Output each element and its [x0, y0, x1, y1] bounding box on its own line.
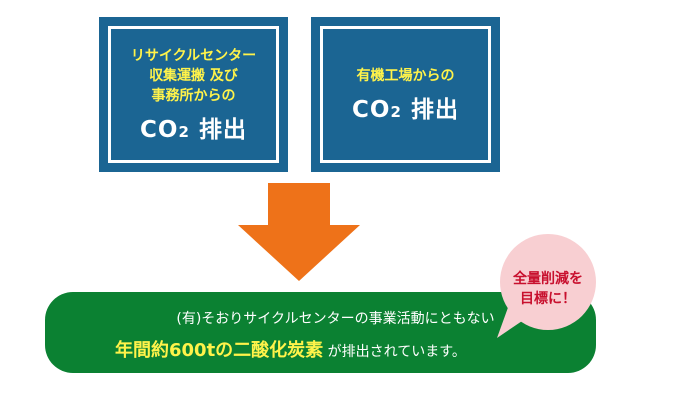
box-label-line: 有機工場からの: [356, 67, 455, 84]
recycle-center-emission-box: リサイクルセンター 収集運搬 及び 事務所からの CO2 排出: [99, 17, 288, 172]
emission-highlight: 年間約600tの二酸化炭素: [115, 340, 324, 361]
callout-text: 全量削減を 目標に！: [513, 271, 583, 307]
box-label-line: 事務所からの: [151, 87, 236, 104]
box-label-line: リサイクルセンター: [130, 47, 257, 64]
down-arrow-icon: [238, 183, 360, 281]
callout-bubble: [497, 234, 596, 338]
organic-factory-emission-box: 有機工場からの CO2 排出: [311, 17, 500, 172]
co2-emission-label: CO2 排出: [140, 116, 247, 143]
co2-emission-label: CO2 排出: [352, 96, 459, 123]
box-label-line: 収集運搬 及び: [149, 67, 238, 84]
summary-line-2: 年間約600tの二酸化炭素 が排出されています。: [115, 340, 466, 361]
summary-line-1: (有)そおりサイクルセンターの事業活動にともない: [176, 311, 495, 327]
